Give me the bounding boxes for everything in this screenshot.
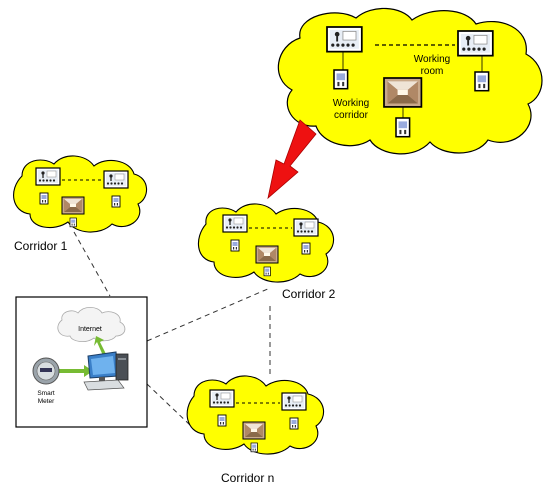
classroom-display-icon (281, 392, 307, 411)
link-hub-corridor2 (146, 287, 271, 342)
smart-meter-label-line1: Smart (37, 390, 55, 397)
internet-label: Internet (78, 326, 102, 333)
classroom-display-icon (35, 167, 61, 186)
corridor-2-label: Corridor 2 (282, 287, 336, 301)
smart-plug-icon (263, 266, 271, 277)
corridor-photo-icon (383, 77, 423, 108)
smart-plug-icon (217, 414, 227, 427)
classroom-display-icon (209, 389, 235, 408)
working-area-cloud: Working room Working corridor (277, 7, 543, 155)
smart-plug-icon (250, 442, 258, 453)
zoom-arrow (267, 119, 317, 200)
classroom-display-icon (457, 30, 494, 57)
classroom-display-icon (293, 218, 319, 237)
smart-plug-icon (39, 192, 49, 205)
internet-cloud-icon (57, 306, 126, 342)
corridor-photo-icon (61, 196, 85, 215)
smart-plug-icon (289, 417, 299, 430)
working-room-label-line2: room (421, 66, 444, 77)
link-hub-corridorn (146, 383, 191, 426)
green-arrow-up (94, 336, 107, 358)
network-links (73, 231, 271, 426)
smart-plug-icon (301, 242, 311, 255)
green-arrow-right (54, 365, 93, 377)
corridor-n-label: Corridor n (221, 471, 274, 485)
corridor-n-cloud (186, 375, 325, 455)
corridor-1-cloud (13, 155, 148, 233)
working-corridor-label-line2: corridor (334, 110, 369, 121)
hub-box: Internet Smart Meter (15, 296, 148, 428)
smart-meter-label-line2: Meter (38, 398, 55, 405)
computer-icon (83, 351, 129, 391)
classroom-display-icon (103, 170, 129, 189)
smart-plug-icon (230, 239, 240, 252)
smart-plug-icon (395, 117, 411, 138)
corridor-photo-icon (242, 421, 266, 440)
cloud-shape (186, 375, 325, 455)
smart-plug-icon (69, 217, 77, 228)
corridor-1-label: Corridor 1 (14, 239, 68, 253)
classroom-display-icon (326, 26, 363, 53)
working-room-label-line1: Working (414, 54, 451, 65)
link-corridor1-hub (73, 231, 111, 297)
smart-meter-icon (32, 357, 60, 385)
working-corridor-label-line1: Working (333, 98, 370, 109)
corridor-2-cloud (197, 203, 335, 283)
corridor-photo-icon (255, 245, 279, 264)
classroom-display-icon (222, 214, 248, 233)
smart-plug-icon (474, 71, 490, 92)
smart-plug-icon (333, 69, 349, 90)
smart-plug-icon (111, 195, 121, 208)
cloud-shape (13, 155, 148, 233)
